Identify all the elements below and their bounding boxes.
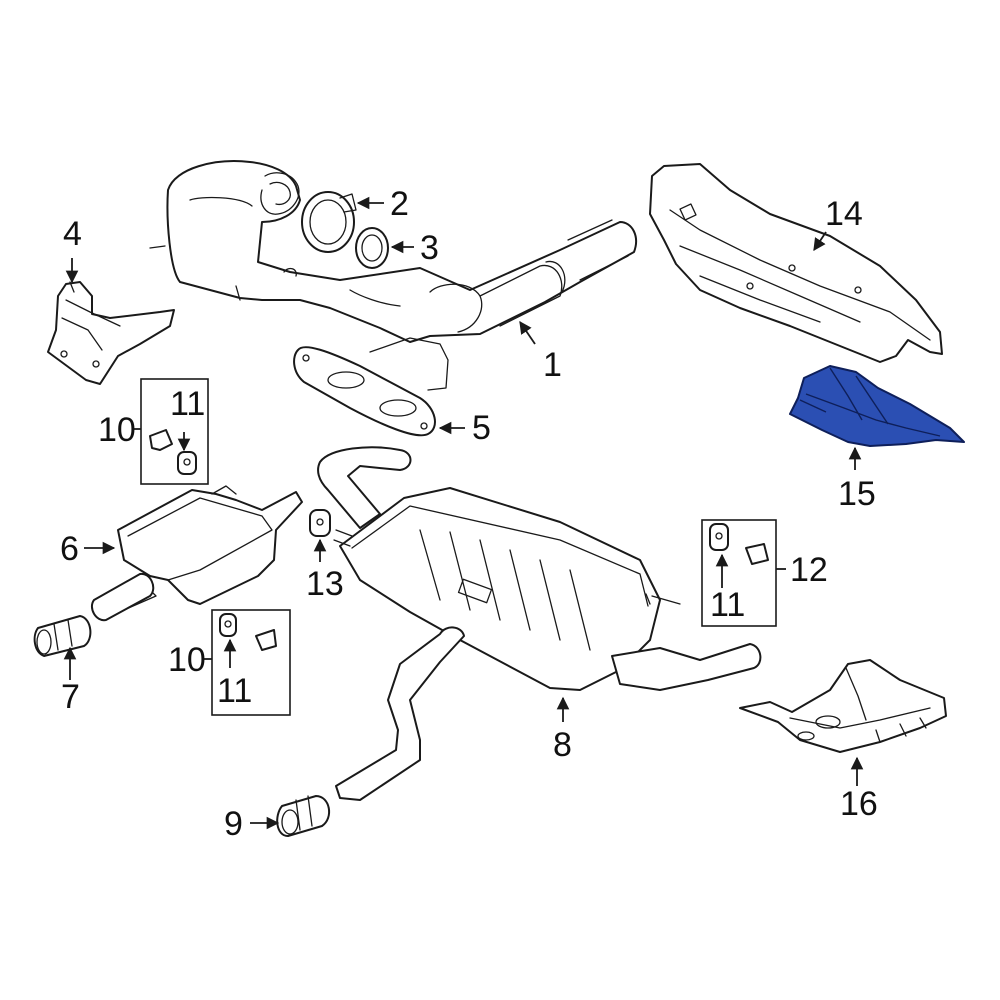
part-16-heat-shield[interactable] [739,659,947,753]
callout-12: 12 [790,551,828,589]
callout-11-right: 11 [710,586,745,624]
callout-7: 7 [61,678,80,716]
callout-15: 15 [838,475,876,513]
callout-4: 4 [63,215,82,253]
part-11-insulator-a[interactable] [177,451,197,475]
callout-11-upper: 11 [170,385,205,423]
part-5-flange-plate[interactable] [293,346,436,437]
callout-3: 3 [420,229,439,267]
callout-labels: 1 2 3 4 5 6 7 8 9 10 11 10 11 11 12 13 1… [60,185,878,843]
part-15-heat-shield-highlighted[interactable] [789,365,965,447]
part-9-clamp[interactable] [276,795,331,837]
callout-1: 1 [543,346,562,384]
mount-box-right [701,519,777,627]
callout-13: 13 [306,565,344,603]
part-11-insulator-c[interactable] [709,523,729,551]
mount-box-upper-left [140,378,209,485]
callout-5: 5 [472,409,491,447]
part-3-gasket[interactable] [355,227,389,269]
part-6-center-muffler[interactable] [90,485,303,622]
part-11-insulator-b[interactable] [219,613,237,637]
callout-16: 16 [840,785,878,823]
part-2-clamp[interactable] [301,191,357,253]
part-10-hanger-bracket-b[interactable] [255,629,277,651]
mount-box-lower-left [211,609,291,716]
part-12-hanger-bracket[interactable] [745,543,769,565]
part-13-insulator[interactable] [309,509,331,537]
callout-11-lower: 11 [217,672,252,710]
part-4-bracket[interactable] [47,281,175,385]
part-1-catalytic-converter[interactable] [149,160,638,391]
part-7-clamp[interactable] [33,615,92,657]
part-10-hanger-bracket-a[interactable] [149,429,173,451]
leader-lines [63,196,864,830]
callout-6: 6 [60,530,79,568]
part-8-rear-muffler[interactable] [317,446,762,801]
callout-10-upper: 10 [98,411,136,449]
callout-9: 9 [224,805,243,843]
callout-8: 8 [553,726,572,764]
callout-14: 14 [825,195,863,233]
callout-10-lower: 10 [168,641,206,679]
part-14-heat-shield[interactable] [649,163,943,363]
callout-2: 2 [390,185,409,223]
